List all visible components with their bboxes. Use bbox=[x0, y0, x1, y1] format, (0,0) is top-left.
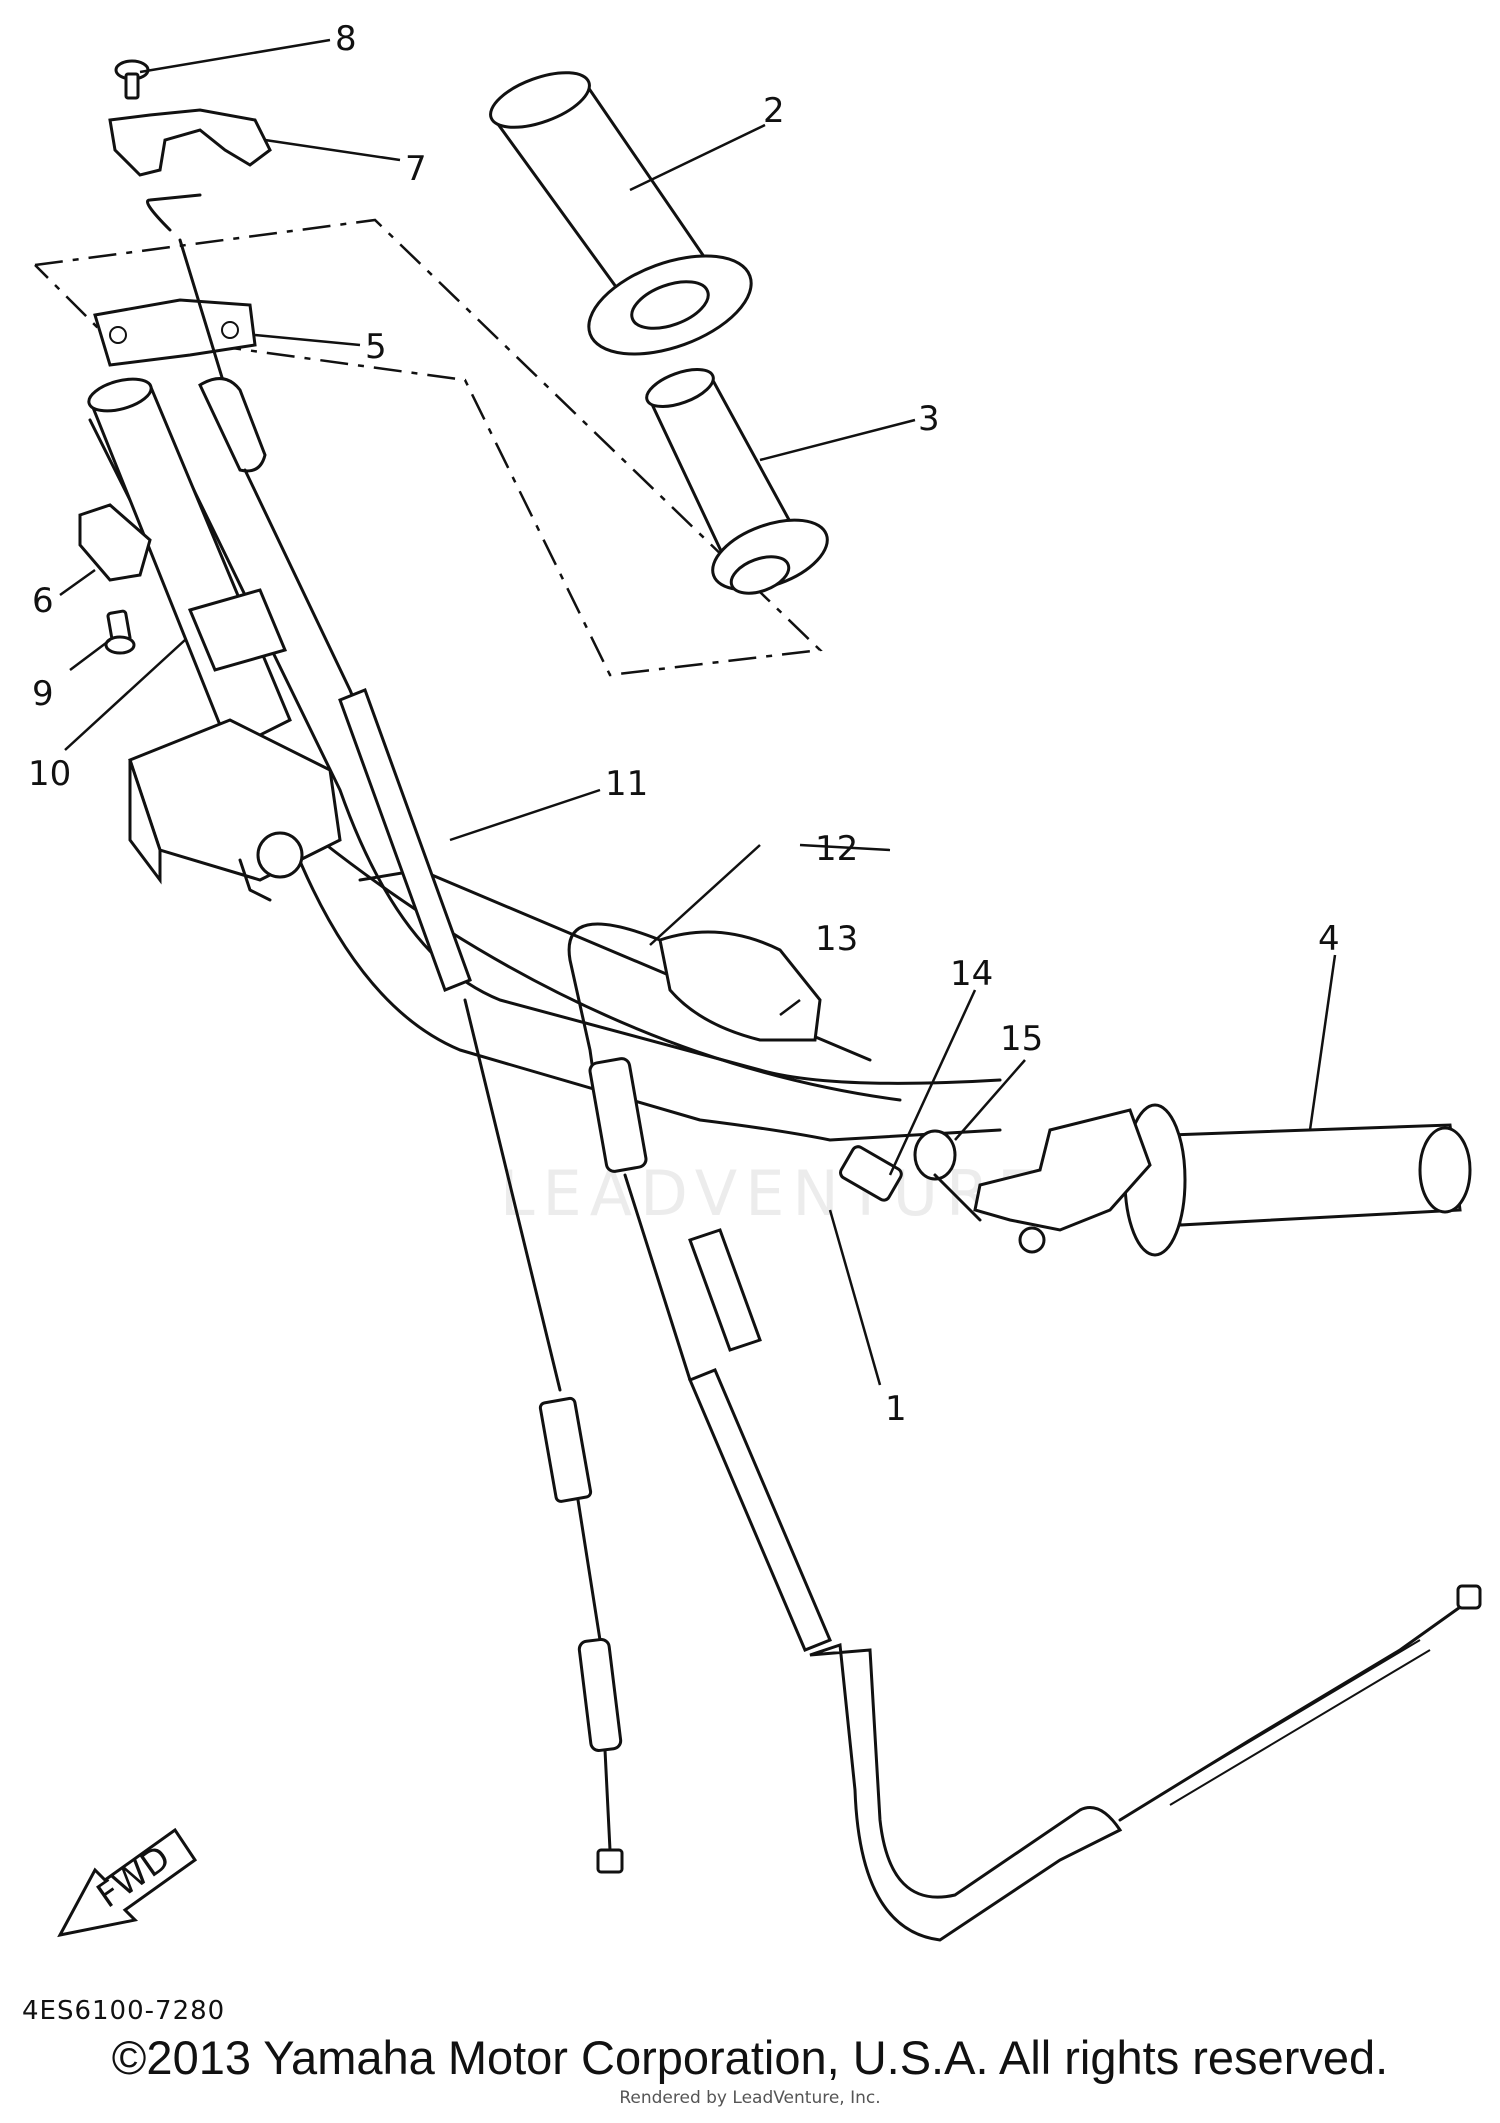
callout-2: 2 bbox=[763, 91, 785, 131]
callout-5: 5 bbox=[365, 327, 387, 367]
housing-cap bbox=[78, 503, 152, 582]
drawing-code: 4ES6100-7280 bbox=[22, 1996, 226, 2026]
callout-10: 10 bbox=[28, 754, 71, 794]
callout-6: 6 bbox=[32, 581, 54, 621]
callout-9: 9 bbox=[32, 674, 54, 714]
watermark: LEADVENTURE bbox=[500, 1157, 1044, 1230]
fwd-arrow: FWD bbox=[57, 1827, 198, 1938]
callout-15: 15 bbox=[1000, 1019, 1043, 1059]
callout-1: 1 bbox=[885, 1389, 907, 1429]
cable-guide bbox=[93, 298, 257, 367]
callout-7: 7 bbox=[405, 149, 427, 189]
callout-labels: 8 7 2 3 5 6 9 10 11 12 13 14 15 4 1 bbox=[28, 19, 1340, 1429]
throttle-cable bbox=[146, 193, 624, 1874]
copyright-notice: ©2013 Yamaha Motor Corporation, U.S.A. A… bbox=[111, 2031, 1389, 2084]
grip-4 bbox=[1123, 1103, 1472, 1257]
grip-2 bbox=[489, 71, 753, 356]
leader-lines bbox=[59, 38, 1337, 1386]
cable-holder bbox=[108, 108, 272, 177]
adjuster-14 bbox=[839, 1145, 903, 1202]
rendered-by-notice: Rendered by LeadVenture, Inc. bbox=[619, 2088, 881, 2108]
throttle-housing bbox=[128, 718, 342, 902]
callout-3: 3 bbox=[918, 399, 940, 439]
callout-8: 8 bbox=[335, 19, 357, 59]
callout-12: 12 bbox=[815, 829, 858, 869]
screw-8 bbox=[114, 59, 150, 100]
locknut-15 bbox=[913, 1129, 982, 1222]
throttle-tube bbox=[645, 368, 829, 595]
callout-4: 4 bbox=[1318, 919, 1340, 959]
screw-9 bbox=[104, 609, 136, 655]
clutch-lever-holder bbox=[973, 1108, 1152, 1254]
callout-14: 14 bbox=[950, 954, 993, 994]
callout-11: 11 bbox=[605, 764, 648, 804]
clutch-cable bbox=[567, 922, 1482, 1942]
callout-13: 13 bbox=[815, 919, 858, 959]
assembly-outline bbox=[34, 218, 823, 677]
left-grip bbox=[87, 377, 292, 753]
